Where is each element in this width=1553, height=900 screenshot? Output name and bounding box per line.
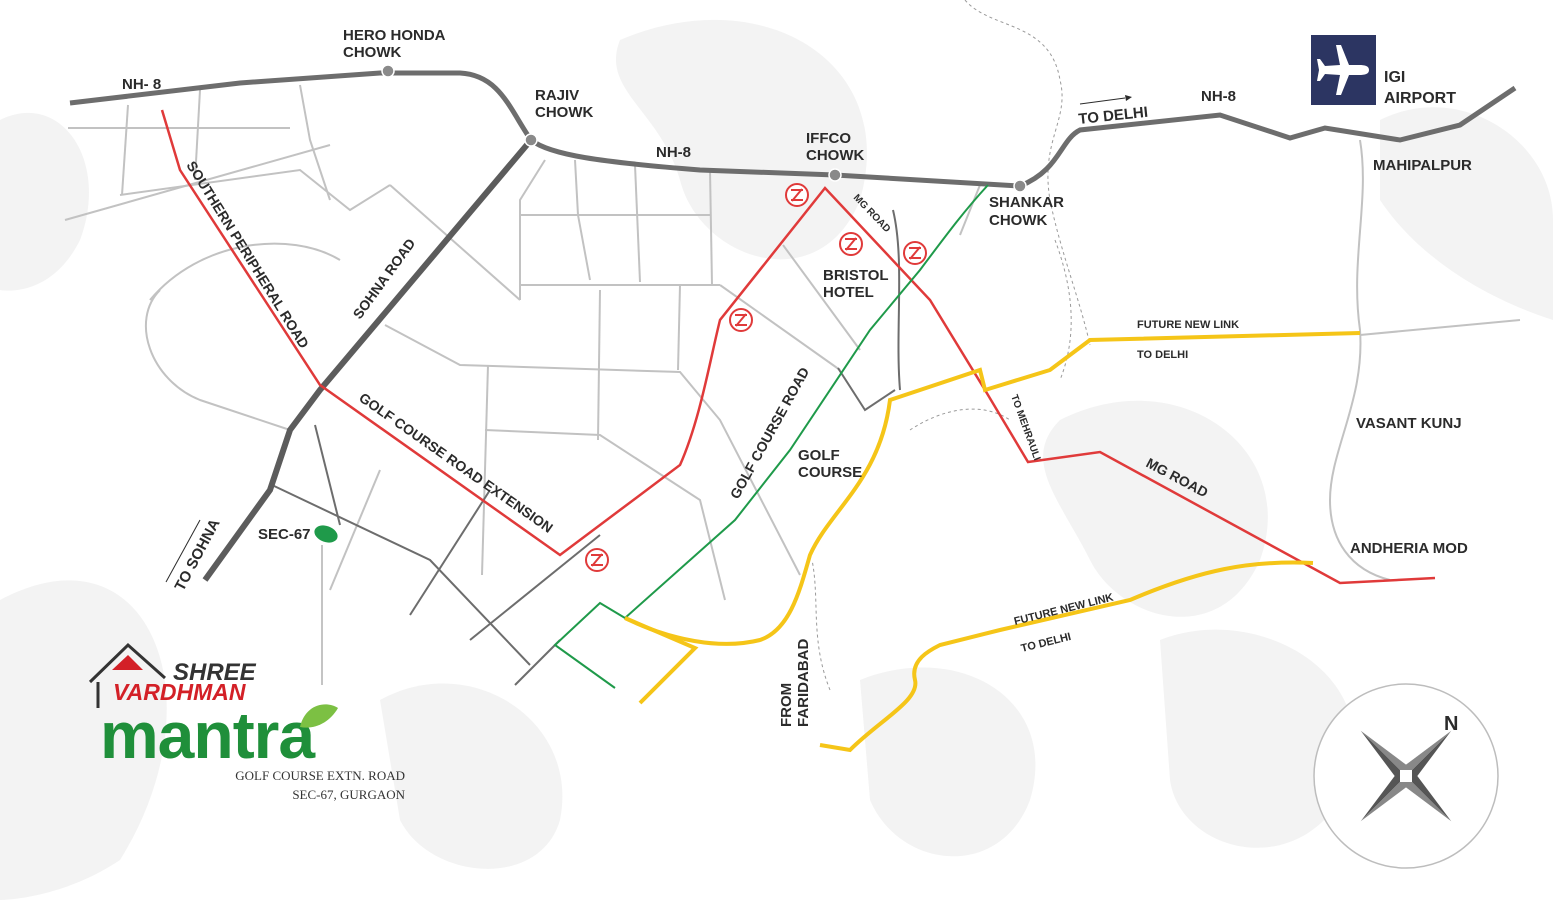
boundary-lines (811, 0, 1091, 691)
golf-course-extension-label: GOLF COURSE ROAD EXTENSION (356, 389, 556, 536)
sec67-marker[interactable] (312, 522, 340, 685)
metro-station-icon[interactable] (839, 232, 863, 256)
green-route (553, 184, 989, 689)
secondary-roads (271, 209, 901, 686)
future-link-south-label: FUTURE NEW LINK (1013, 592, 1115, 628)
andheria-mod-label: ANDHERIA MOD (1350, 540, 1468, 557)
hero-honda-chowk-marker[interactable] (381, 64, 395, 78)
location-pin-icon (314, 525, 338, 543)
logo-shree: SHREE (173, 659, 257, 686)
rajiv-chowk-label: RAJIV (535, 87, 579, 104)
metro-red-lines (160, 109, 1436, 585)
to-sohna-label: TO SOHNA (172, 516, 224, 594)
hero-honda-chowk-label-2: CHOWK (343, 44, 401, 61)
house-roof-icon (88, 642, 166, 708)
iffco-chowk-label-2: CHOWK (806, 147, 864, 164)
leaf-icon (300, 704, 338, 728)
airplane-icon (1317, 45, 1369, 95)
background-watermark (0, 19, 1553, 900)
nh8-label-center: NH-8 (656, 144, 691, 161)
nh8-label-west: NH- 8 (122, 76, 161, 93)
future-link-south-label-2: TO DELHI (1020, 631, 1073, 655)
from-faridabad-label-2: FARIDABAD (795, 639, 812, 727)
metro-station-icon[interactable] (585, 548, 609, 572)
to-mehrauli-label: TO MEHRAULI (1008, 393, 1042, 462)
metro-station-icon[interactable] (903, 241, 927, 265)
to-sohna-arrow (165, 519, 201, 583)
metro-station-icon[interactable] (729, 308, 753, 332)
chowk-markers (381, 64, 1027, 193)
address-line-1: GOLF COURSE EXTN. ROAD (235, 768, 405, 783)
future-link-north-label: FUTURE NEW LINK (1137, 319, 1239, 331)
shankar-chowk-marker[interactable] (1013, 179, 1027, 193)
logo-vardhman: VARDHMAN (113, 679, 246, 705)
nh8-label-east: NH-8 (1201, 88, 1236, 105)
iffco-chowk-label: IFFCO (806, 130, 851, 147)
airport-label-2: AIRPORT (1384, 90, 1456, 107)
nh8-highway (69, 70, 1517, 189)
rajiv-chowk-marker[interactable] (524, 133, 538, 147)
vasant-kunj-label: VASANT KUNJ (1356, 415, 1462, 432)
bristol-hotel-label: BRISTOL (823, 267, 889, 284)
iffco-chowk-marker[interactable] (828, 168, 842, 182)
from-faridabad-label: FROM (778, 683, 795, 727)
mahipalpur-label: MAHIPALPUR (1373, 157, 1472, 174)
compass: N (1313, 683, 1499, 869)
brand-logo: SHREE VARDHMAN mantra GOLF COURSE EXTN. … (88, 642, 406, 802)
compass-north-label: N (1444, 713, 1458, 735)
southern-peripheral-road-label: SOUTHERN PERIPHERAL ROAD (183, 158, 312, 351)
project-name: mantra (100, 698, 316, 772)
bristol-hotel-label-2: HOTEL (823, 284, 874, 301)
shankar-chowk-label-2: CHOWK (989, 212, 1047, 229)
address-line-2: SEC-67, GURGAON (292, 787, 405, 802)
shankar-chowk-label: SHANKAR (989, 194, 1064, 211)
future-links (624, 331, 1361, 753)
local-roads (64, 84, 1521, 601)
to-delhi-arrow (1079, 95, 1132, 105)
metro-station-icon[interactable] (785, 183, 809, 207)
golf-course-label: GOLF (798, 447, 840, 464)
sec67-label: SEC-67 (258, 526, 311, 543)
golf-course-label-2: COURSE (798, 464, 862, 481)
rajiv-chowk-label-2: CHOWK (535, 104, 593, 121)
hero-honda-chowk-label: HERO HONDA (343, 27, 446, 44)
airport-label: IGI (1384, 69, 1405, 86)
compass-rose-icon (1360, 730, 1452, 822)
mg-road-label-north: MG ROAD (851, 192, 892, 234)
airport-badge[interactable] (1311, 35, 1376, 105)
sohna-road (202, 138, 534, 582)
sohna-road-label: SOHNA ROAD (349, 235, 418, 321)
future-link-north-label-2: TO DELHI (1137, 349, 1188, 361)
